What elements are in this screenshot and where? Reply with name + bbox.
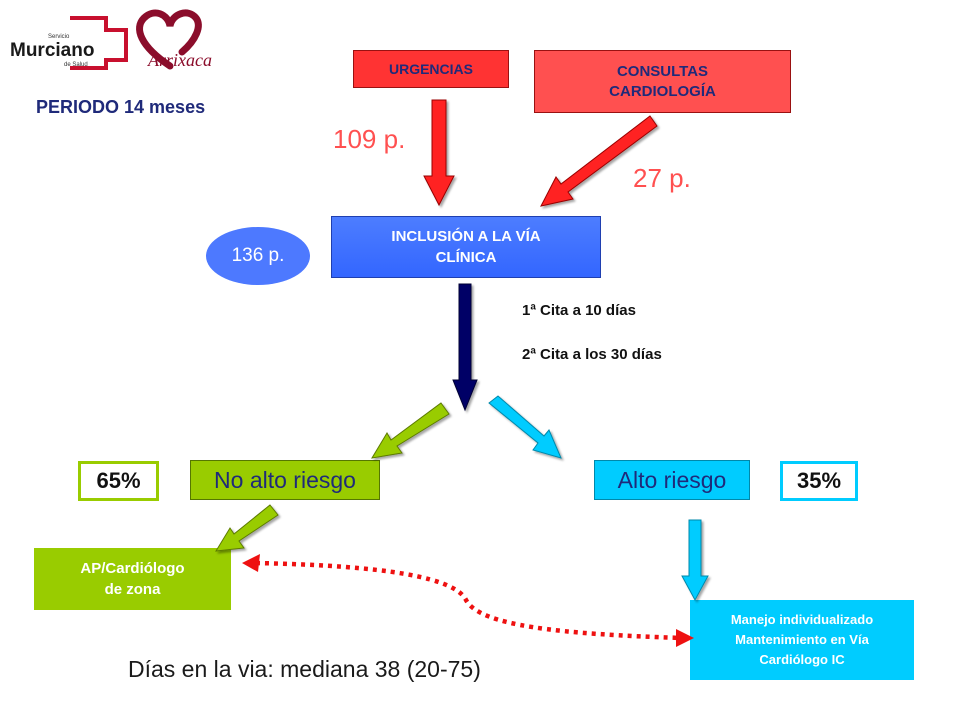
- arrow-inclusion-down: [452, 283, 478, 412]
- no-alto-riesgo-box: No alto riesgo: [190, 460, 380, 500]
- inclusion-label-line2: CLÍNICA: [435, 249, 497, 266]
- alto-riesgo-box: Alto riesgo: [594, 460, 750, 500]
- first-appointment: 1ª Cita a 10 días: [522, 302, 636, 319]
- second-appointment: 2ª Cita a los 30 días: [522, 346, 662, 363]
- arrow-consultas-diagonal: [540, 115, 658, 207]
- total-patients-label: 136 p.: [231, 245, 285, 266]
- inclusion-box: INCLUSIÓN A LA VÍA CLÍNICA: [331, 216, 601, 278]
- logo-text-salud: de Salud: [64, 62, 88, 68]
- logo-text-arrixaca: Arrixaca: [148, 50, 212, 70]
- no-alto-percent: 65%: [96, 468, 141, 493]
- manejo-line2: Mantenimiento en Vía: [735, 632, 869, 647]
- urgencias-count: 109 p.: [333, 124, 406, 154]
- urgencias-box: URGENCIAS: [353, 50, 509, 88]
- consultas-label-line1: CONSULTAS: [616, 62, 709, 80]
- no-alto-riesgo-label: No alto riesgo: [214, 466, 356, 493]
- consultas-box: CONSULTAS CARDIOLOGÍA: [534, 50, 791, 113]
- dotted-bidirectional-link: [255, 560, 683, 641]
- ap-cardiologo-box: AP/Cardiólogo de zona: [34, 548, 231, 610]
- ap-cardiologo-line1: AP/Cardiólogo: [80, 560, 185, 577]
- alto-percent: 35%: [796, 468, 842, 493]
- arrow-to-manejo: [681, 519, 709, 602]
- arrow-to-no-alto: [371, 402, 450, 459]
- dotted-arrowhead-right-icon: [676, 629, 694, 647]
- alto-riesgo-label: Alto riesgo: [617, 466, 727, 493]
- ap-cardiologo-line2: de zona: [104, 581, 161, 598]
- period-label: PERIODO 14 meses: [36, 97, 206, 117]
- arrixaca-logo: Arrixaca: [130, 6, 230, 74]
- manejo-line1: Manejo individualizado: [730, 612, 874, 627]
- logo-text-murciano: Murciano: [10, 40, 95, 61]
- heart-logo-icon: [136, 9, 202, 70]
- logo-text-servicio: Servicio: [48, 34, 70, 40]
- arrow-to-alto: [488, 395, 562, 459]
- no-alto-percent-box: 65%: [78, 461, 159, 501]
- dotted-arrowhead-left-icon: [242, 554, 260, 572]
- manejo-line3: Cardiólogo IC: [759, 652, 845, 667]
- alto-percent-box: 35%: [780, 461, 858, 501]
- manejo-individualizado-box: Manejo individualizado Mantenimiento en …: [690, 600, 914, 680]
- urgencias-label: URGENCIAS: [388, 61, 473, 77]
- servicio-murciano-logo: Servicio Murciano de Salud: [8, 14, 136, 72]
- arrow-urgencias-down: [423, 99, 455, 207]
- consultas-count: 27 p.: [633, 163, 691, 193]
- arrow-to-ap-cardiologo: [215, 504, 279, 552]
- red-cross-icon: [70, 16, 128, 70]
- consultas-label-line2: CARDIOLOGÍA: [609, 82, 716, 100]
- footer-median-days: Días en la via: mediana 38 (20-75): [128, 656, 481, 682]
- total-patients-ellipse: 136 p.: [206, 227, 310, 285]
- inclusion-label-line1: INCLUSIÓN A LA VÍA: [391, 228, 541, 245]
